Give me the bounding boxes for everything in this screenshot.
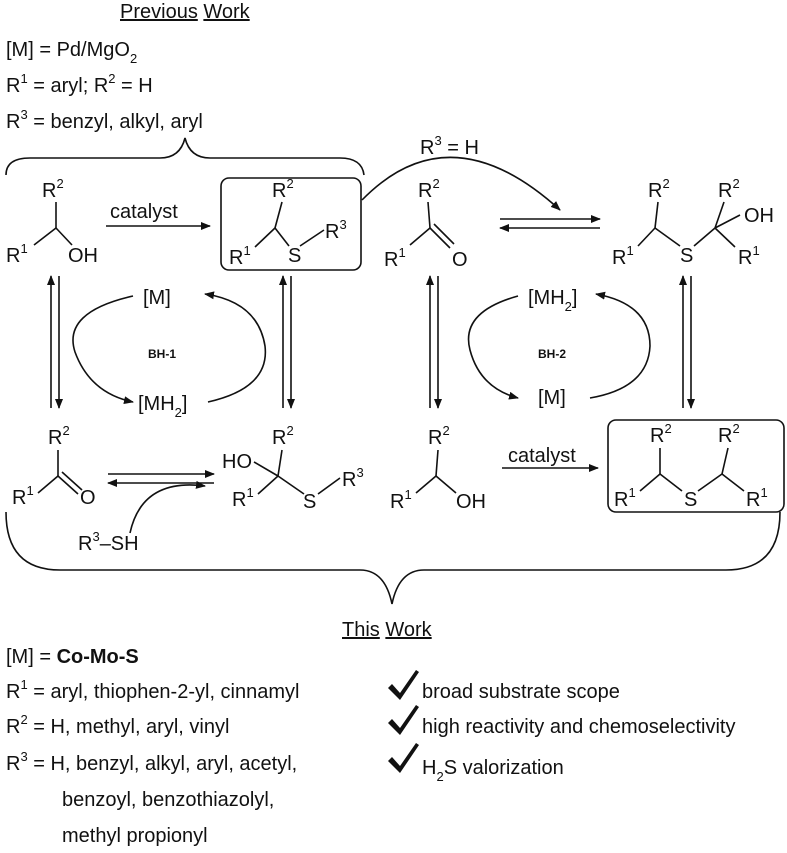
svg-text:S: S [684, 489, 697, 511]
svg-text:R3: R3 [325, 217, 347, 243]
svg-text:R2: R2 [718, 421, 740, 447]
svg-text:OH: OH [744, 205, 774, 227]
r3-equals-h-label: R3 = H [420, 133, 479, 159]
svg-text:R2: R2 [650, 421, 672, 447]
svg-text:R1: R1 [738, 243, 760, 269]
svg-text:R1: R1 [390, 487, 412, 513]
previous-catalyst-line: [M] = Pd/MgO2 [6, 39, 137, 66]
svg-text:R2: R2 [42, 176, 64, 202]
svg-text:R2: R2 [648, 176, 670, 202]
svg-text:R1: R1 [746, 485, 768, 511]
this-r3-line: R3 = H, benzyl, alkyl, aryl, acetyl, [6, 749, 297, 775]
vertical-equilibrium-2 [279, 275, 295, 409]
alcohol-top-left: R2 R1 OH [6, 176, 98, 267]
bh1-cycle: [M] [MH2] BH-1 [72, 287, 267, 420]
vertical-equilibrium-3 [426, 275, 442, 409]
svg-text:R1: R1 [384, 245, 406, 271]
svg-text:BH-1: BH-1 [148, 347, 176, 361]
svg-text:R3: R3 [342, 465, 364, 491]
equilibrium-arrow-bottom [107, 470, 215, 487]
hemithioacetal-top-right: R2 R1 S R2 OH R1 [612, 176, 774, 269]
thiol-addition-arrow [129, 480, 206, 534]
svg-text:R1: R1 [12, 483, 34, 509]
svg-text:R1: R1 [614, 485, 636, 511]
svg-text:R2: R2 [718, 176, 740, 202]
hemithioacetal-bottom-left: R2 HO R1 S R3 [222, 423, 364, 513]
svg-text:R2: R2 [272, 176, 294, 202]
svg-text:R2: R2 [418, 176, 440, 202]
previous-r1-r2-line: R1 = aryl; R2 = H [6, 71, 153, 97]
svg-text:OH: OH [456, 491, 486, 513]
checkmark-icon [388, 670, 419, 700]
svg-text:R1: R1 [6, 241, 28, 267]
vertical-equilibrium-4 [679, 275, 695, 409]
this-r3-line-2: benzoyl, benzothiazolyl, [62, 789, 274, 811]
metal-hydride-label-left: [MH2] [138, 393, 187, 420]
svg-text:BH-2: BH-2 [538, 347, 566, 361]
svg-text:OH: OH [68, 245, 98, 267]
catalyst-label-bottom: catalyst [508, 445, 576, 467]
this-work-section: This Work [M] = Co-Mo-S R1 = aryl, thiop… [6, 619, 433, 847]
this-work-brace [5, 511, 781, 605]
previous-work-brace [5, 137, 365, 176]
this-catalyst-line: [M] = Co-Mo-S [6, 646, 139, 668]
svg-text:S: S [303, 491, 316, 513]
svg-text:R1: R1 [232, 485, 254, 511]
svg-text:HO: HO [222, 451, 252, 473]
svg-text:O: O [80, 487, 96, 509]
svg-text:O: O [452, 249, 468, 271]
previous-work-heading: Previous Work [120, 1, 251, 23]
previous-r3-line: R3 = benzyl, alkyl, aryl [6, 107, 203, 133]
svg-text:R2: R2 [48, 423, 70, 449]
thiol-label: R3–SH [78, 529, 139, 555]
ketone-bottom-left: R2 R1 O [12, 423, 96, 509]
feature-item-2: high reactivity and chemoselectivity [388, 705, 735, 738]
vertical-equilibrium-1 [47, 275, 63, 409]
svg-text:R2: R2 [428, 423, 450, 449]
feature-item-3: H2S valorization [388, 743, 564, 784]
svg-text:S: S [288, 245, 301, 267]
thioether-product-box: R2 R1 S R3 [220, 176, 362, 271]
alcohol-bottom-middle: R2 R1 OH [390, 423, 486, 513]
this-r2-line: R2 = H, methyl, aryl, vinyl [6, 712, 229, 738]
metal-label-left: [M] [143, 287, 171, 309]
metal-hydride-label-right: [MH2] [528, 287, 577, 314]
feature-item-1: broad substrate scope [388, 670, 620, 703]
checkmark-icon [388, 743, 419, 773]
svg-text:R1: R1 [612, 243, 634, 269]
ketone-top-middle: R2 R1 O [384, 176, 468, 271]
svg-text:R2: R2 [272, 423, 294, 449]
features-list: broad substrate scope high reactivity an… [388, 670, 735, 784]
metal-label-right: [M] [538, 387, 566, 409]
svg-text:S: S [680, 245, 693, 267]
this-r3-line-3: methyl propionyl [62, 825, 208, 847]
r3-h-curved-arrow [361, 156, 561, 211]
bh2-cycle: [MH2] [M] BH-2 [467, 287, 651, 409]
this-r1-line: R1 = aryl, thiophen-2-yl, cinnamyl [6, 677, 299, 703]
svg-text:R1: R1 [229, 243, 251, 269]
previous-work-section: Previous Work [M] = Pd/MgO2 R1 = aryl; R… [5, 1, 365, 176]
symmetric-thioether-box: R2 R1 S R2 R1 [607, 419, 785, 513]
svg-text:broad substrate scope: broad substrate scope [422, 681, 620, 703]
svg-text:H2S valorization: H2S valorization [422, 757, 564, 784]
checkmark-icon [388, 705, 419, 735]
this-work-heading: This Work [342, 619, 433, 641]
catalyst-label-top: catalyst [110, 201, 178, 223]
equilibrium-arrow-top [499, 215, 601, 232]
svg-text:high reactivity and chemoselec: high reactivity and chemoselectivity [422, 716, 735, 738]
